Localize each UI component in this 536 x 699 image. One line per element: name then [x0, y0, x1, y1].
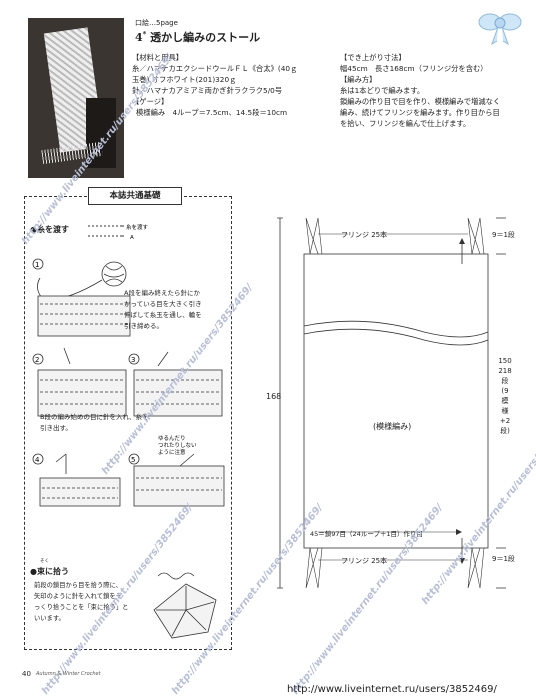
magazine-name: Autumn & Winter Crochet [36, 671, 101, 677]
ruby-text: そく [40, 559, 49, 564]
svg-text:つれたりしない: つれたりしない [158, 442, 197, 449]
method-line: 糸は1本どりで編みます。 [340, 86, 425, 95]
method-line: 鎖編みの作り目で目を作り、模様編みで増減なく [340, 97, 501, 106]
bow-logo-icon [478, 13, 522, 46]
gauge-heading: 【ゲージ】 [132, 97, 169, 106]
method-line: を拾い、フリンジを編んで仕上げます。 [340, 119, 471, 128]
shawl-photo [28, 18, 124, 178]
page-ref: 口絵…5page [135, 19, 178, 27]
pass-yarn-steps-illustration: 1 2 3 4 5 ゆるんだり つれたりしない ように注意 [32, 258, 225, 507]
foundation-label: 45＝鎖97目（24ループ＋1目）作り目 [310, 530, 424, 538]
materials-line: 糸／ハマナカエクシードウールＦＬ《合太》(40ｇ [132, 64, 298, 73]
size-method-section: 【でき上がり寸法】 幅45cm 長さ168cm（フリンジ分を含む） 【編み方】 … [340, 52, 532, 129]
section-title-pass-yarn: ●糸を渡す [30, 225, 69, 234]
method-heading: 【編み方】 [340, 75, 377, 84]
page-number: 40 [22, 670, 31, 678]
method-line: 編み、続けてフリンジを編みます。作り目から目 [340, 108, 500, 117]
materials-section: 【材料と用具】 糸／ハマナカエクシードウールＦＬ《合太》(40ｇ 玉巻) オフホ… [132, 52, 332, 118]
svg-text:5: 5 [131, 456, 135, 464]
side-bottom-label: 9＝1段 [492, 555, 515, 563]
svg-text:A: A [130, 235, 134, 241]
svg-text:4: 4 [35, 456, 40, 464]
total-length-label: 168 [266, 392, 282, 401]
section-title-bundle: ●束に拾う [30, 567, 69, 576]
step1-text: A段を編み終えたら針にかかっている目を大きく引き伸ばして糸玉を通し、輪を引き締め… [124, 289, 202, 330]
svg-text:2: 2 [35, 356, 39, 364]
step2-text: B段の編み始めの目に針を入れ、糸を引き出す。 [40, 413, 149, 432]
svg-text:ゆるんだり: ゆるんだり [158, 435, 186, 442]
gauge-text: 模様編み 4ループ＝7.5cm、14.5段＝10cm [136, 108, 288, 117]
symbol-legend-diagram: 糸を渡す A [88, 223, 149, 241]
side-top-label: 9＝1段 [492, 231, 515, 239]
pattern-label: (模様編み) [373, 422, 412, 431]
page-title: 4* 透かし編みのストール [135, 29, 261, 44]
fringe-bottom-label: フリンジ 25本 [341, 557, 388, 565]
fringe-top-label: フリンジ 25本 [341, 231, 388, 239]
materials-line: 針／ハマナカアミアミ両かぎ針ラクラク5/0号 [132, 86, 283, 95]
shawl-schematic [277, 217, 506, 589]
size-text: 幅45cm 長さ168cm（フリンジ分を含む） [340, 64, 488, 73]
svg-text:1: 1 [35, 261, 39, 269]
materials-line: 玉巻) オフホワイト(201)320ｇ [132, 75, 237, 84]
footer-url-link[interactable]: http://www.liveinternet.ru/users/3852469… [287, 684, 497, 695]
bundle-chain-illustration [153, 572, 217, 639]
materials-heading: 【材料と用具】 [132, 53, 184, 62]
svg-text:3: 3 [131, 356, 135, 364]
basics-header: 本誌共通基礎 [88, 187, 182, 205]
size-heading: 【でき上がり寸法】 [340, 53, 406, 62]
svg-text:糸を渡す: 糸を渡す [126, 223, 149, 231]
bundle-text: 前段の鎖目から目を拾う際に、矢印のように針を入れて鎖をそっくり拾うことを「束に拾… [34, 582, 129, 622]
svg-text:ように注意: ように注意 [158, 448, 186, 456]
